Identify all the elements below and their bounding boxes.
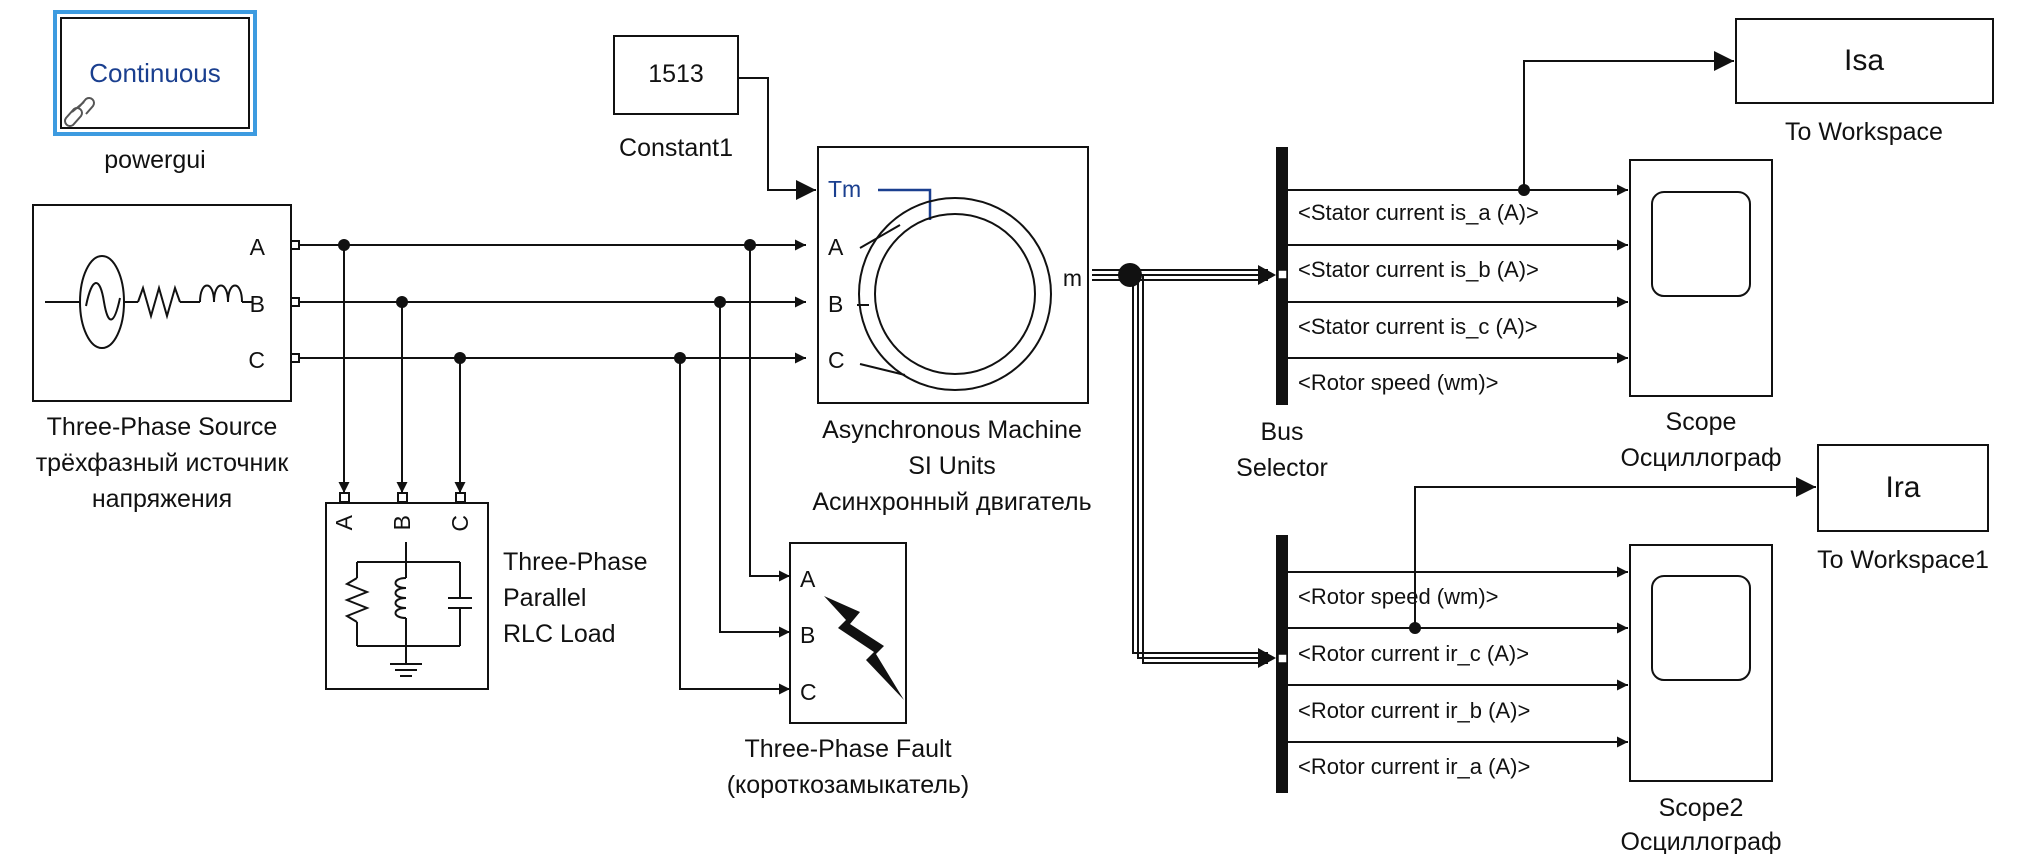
scope2-label-line-1: Scope2 (1659, 794, 1744, 822)
source-port-c: C (248, 347, 265, 373)
rlc-label-line-1: Three-Phase (503, 548, 648, 576)
source-label-line-3: напряжения (92, 485, 232, 513)
scope-label-line-1: Scope (1666, 408, 1737, 436)
machine-port-b: B (828, 291, 843, 317)
constant-block[interactable]: 1513 (613, 35, 739, 115)
bus-wires (1092, 263, 1276, 668)
signal-top-1: <Stator current is_a (A)> (1298, 200, 1539, 225)
machine-output-m: m (1063, 265, 1082, 291)
bus-selector-top[interactable] (1276, 147, 1288, 405)
top-selector-outputs (1288, 51, 1734, 364)
machine-label-line-3: Асинхронный двигатель (812, 488, 1091, 516)
to-workspace-var: Isa (1844, 44, 1884, 77)
lightning-icon (824, 596, 904, 700)
fault-port-b: B (800, 622, 815, 648)
powergui-block[interactable]: Continuous (53, 10, 257, 136)
fault-label-line-1: Three-Phase Fault (744, 735, 951, 763)
signal-bottom-2: <Rotor current ir_c (A)> (1298, 641, 1529, 666)
scope-label-line-2: Осциллограф (1620, 444, 1781, 472)
source-port-a: A (250, 234, 266, 260)
rlc-label-line-2: Parallel (503, 584, 586, 612)
tm-shaft-line (878, 188, 932, 220)
source-port-b: B (250, 291, 265, 317)
signal-bottom-4: <Rotor current ir_a (A)> (1298, 754, 1530, 779)
signal-top-2: <Stator current is_b (A)> (1298, 257, 1539, 282)
bus-selector-bottom[interactable] (1276, 535, 1288, 793)
machine-port-c: C (828, 347, 845, 373)
source-label-line-2: трёхфазный источник (36, 449, 290, 477)
machine-label-line-1: Asynchronous Machine (822, 416, 1082, 444)
scope2-screen (1651, 575, 1751, 681)
machine-label-line-2: SI Units (908, 452, 996, 480)
rlc-label-line-3: RLC Load (503, 620, 616, 648)
machine-port-a: A (828, 234, 844, 260)
fault-port-a: A (800, 566, 816, 592)
bottom-selector-outputs (1288, 477, 1816, 748)
scope2-block[interactable] (1629, 544, 1773, 782)
phase-wires (299, 77, 816, 695)
bus-selector-label-line-1: Bus (1260, 418, 1303, 446)
powergui-mode-text: Continuous (89, 58, 221, 88)
asynchronous-machine-block[interactable]: Tm A B C m (817, 146, 1089, 404)
constant-value: 1513 (648, 60, 704, 88)
rlc-load-block[interactable]: A B C (325, 492, 489, 690)
rlc-port-a: A (331, 514, 357, 530)
ac-source-rl-icon (45, 255, 252, 349)
rlc-port-c: C (447, 515, 473, 532)
to-workspace1-var: Ira (1885, 471, 1920, 504)
to-workspace1-block[interactable]: Ira (1817, 444, 1989, 532)
fault-label-line-2: (короткозамыкатель) (727, 771, 970, 799)
machine-port-tm: Tm (828, 176, 861, 202)
source-label-line-1: Three-Phase Source (47, 413, 278, 441)
scope2-label-line-2: Осциллограф (1620, 828, 1781, 854)
rlc-port-b: B (389, 515, 415, 530)
three-phase-fault-block[interactable]: A B C (789, 542, 907, 724)
bus-selector-label-line-2: Selector (1236, 454, 1328, 482)
induction-machine-icon (857, 197, 1052, 391)
scope-screen (1651, 191, 1751, 297)
powergui-label: powergui (104, 146, 205, 174)
signal-top-4: <Rotor speed (wm)> (1298, 370, 1499, 395)
link-icon (64, 97, 95, 127)
signal-bottom-3: <Rotor current ir_b (A)> (1298, 698, 1530, 723)
three-phase-source-block[interactable]: A B C (32, 204, 300, 402)
to-workspace-label: To Workspace (1785, 118, 1943, 146)
to-workspace-block[interactable]: Isa (1735, 18, 1994, 104)
fault-port-c: C (800, 679, 817, 705)
signal-top-3: <Stator current is_c (A)> (1298, 314, 1538, 339)
rlc-load-icon (344, 542, 472, 677)
signal-bottom-1: <Rotor speed (wm)> (1298, 584, 1499, 609)
constant-label: Constant1 (619, 134, 733, 162)
scope-block[interactable] (1629, 159, 1773, 397)
to-workspace1-label: To Workspace1 (1817, 546, 1989, 574)
